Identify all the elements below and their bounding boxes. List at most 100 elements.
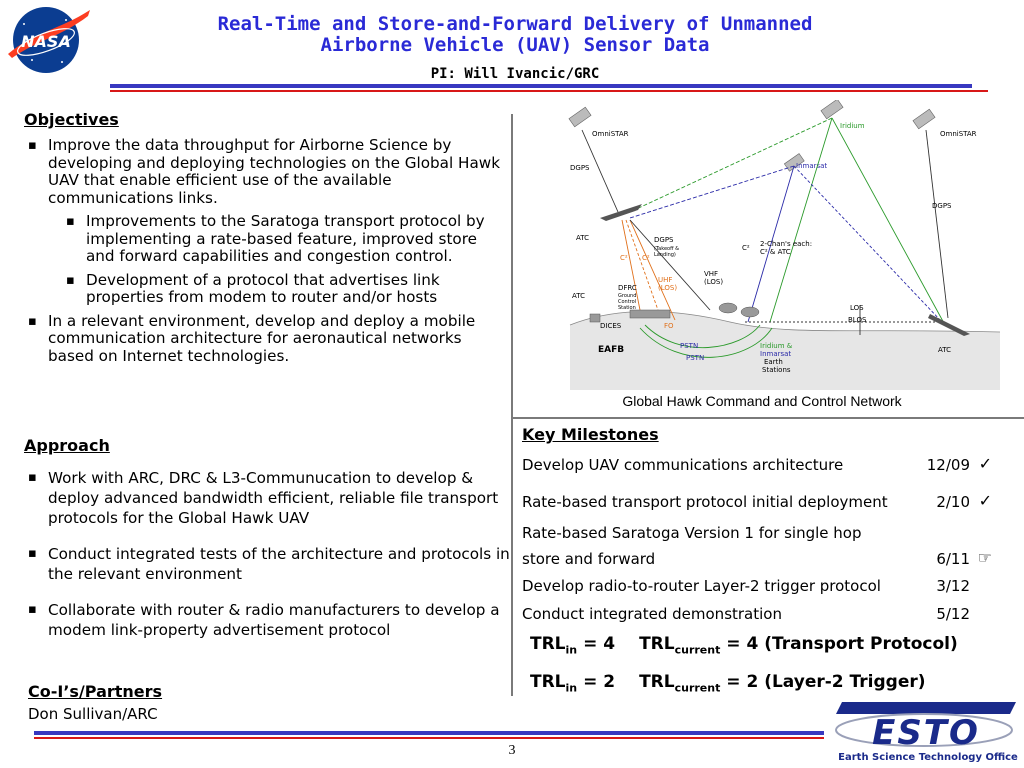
network-diagram: OmniSTAR Iridium Inmarsat OmniSTAR DGPS … [568, 100, 1000, 390]
objectives-heading: Objectives [24, 110, 119, 129]
trl-subscript: current [674, 681, 721, 695]
esto-logo-text: ESTO [872, 713, 980, 753]
milestone-row: store and forward 6/11 ☞ [522, 548, 992, 568]
inmarsat-label: Inmarsat [796, 162, 827, 170]
diagram-label: 2-Chan's each: [760, 240, 812, 248]
diagram-label: ATC [576, 234, 589, 242]
diagram-label: ATC [938, 346, 951, 354]
header-rule-red [110, 90, 988, 92]
diagram-label: EAFB [598, 345, 624, 355]
diagram-label: Inmarsat [760, 350, 791, 358]
title-line-1: Real-Time and Store-and-Forward Delivery… [217, 13, 813, 35]
nasa-logo: NASA [8, 7, 90, 73]
trl-subscript: in [565, 681, 578, 695]
diagram-label: DGPS [570, 164, 590, 172]
approach-item: Conduct integrated tests of the architec… [24, 544, 512, 584]
approach-heading: Approach [24, 436, 110, 455]
milestone-text: Rate-based Saratoga Version 1 for single… [522, 524, 862, 542]
objective-item: In a relevant environment, develop and d… [24, 312, 510, 366]
diagram-label: (LOS) [704, 278, 723, 286]
partners-heading: Co-I’s/Partners [28, 682, 163, 701]
pointing-hand-icon: ☞ [977, 548, 992, 567]
milestones-heading: Key Milestones [522, 425, 659, 444]
trl-label: TRL [639, 672, 675, 692]
diagram-label: Iridium & [760, 342, 793, 350]
omnistar-left-label: OmniSTAR [592, 130, 629, 138]
milestone-text: Develop UAV communications architecture [522, 456, 844, 474]
diagram-label: Ground [618, 293, 636, 299]
trl-label: TRL [639, 634, 675, 654]
trl-current-value: = 2 (Layer-2 Trigger) [726, 672, 926, 692]
omnistar-right-label: OmniSTAR [940, 130, 977, 138]
nasa-logo-text: NASA [21, 32, 71, 51]
ground-station-icon [589, 302, 760, 323]
objective-subitem: Development of a protocol that advertise… [62, 271, 510, 307]
milestone-row: Rate-based transport protocol initial de… [522, 491, 992, 511]
objective-item: Improve the data throughput for Airborne… [24, 136, 510, 207]
objective-subitem: Improvements to the Saratoga transport p… [62, 212, 510, 266]
diagram-label: Control [618, 299, 636, 305]
diagram-label: DGPS [654, 236, 674, 244]
title-line-2: Airborne Vehicle (UAV) Sensor Data [320, 34, 710, 56]
diagram-label: FO [664, 322, 674, 330]
diagram-label: PSTN [680, 342, 698, 350]
diagram-label: C² [742, 244, 750, 252]
diagram-label: UHF [658, 276, 672, 284]
trl-subscript: in [565, 643, 578, 657]
trl-in-value: = 4 [583, 634, 616, 654]
milestone-date: 12/09 [926, 456, 970, 474]
milestone-row: Conduct integrated demonstration 5/12 [522, 605, 992, 623]
milestone-text: Conduct integrated demonstration [522, 605, 782, 623]
esto-subtitle: Earth Science Technology Office [838, 752, 1018, 763]
approach-item: Work with ARC, DRC & L3-Communucation to… [24, 468, 512, 528]
iridium-label: Iridium [840, 122, 865, 130]
diagram-label: LOS [850, 304, 864, 312]
diagram-label: Landing) [654, 252, 676, 258]
approach-list: Work with ARC, DRC & L3-Communucation to… [24, 468, 512, 656]
milestone-row: Develop radio-to-router Layer-2 trigger … [522, 577, 992, 595]
milestone-row: Rate-based Saratoga Version 1 for single… [522, 524, 992, 542]
trl-label: TRL [530, 672, 566, 692]
column-divider [511, 114, 513, 696]
principal-investigator: PI: Will Ivancic/GRC [430, 66, 600, 82]
objectives-list: Improve the data throughput for Airborne… [24, 136, 510, 366]
trl-label: TRL [530, 634, 566, 654]
trl-in-value: = 2 [583, 672, 616, 692]
page-number: 3 [508, 743, 516, 758]
diagram-label: DICES [600, 322, 622, 330]
esto-logo: ESTO Earth Science Technology Office [835, 702, 1018, 763]
diagram-label: Station [618, 305, 636, 311]
diagram-label: C² & ATC [760, 248, 791, 256]
satellite-icon [568, 100, 936, 172]
header-rule-blue [110, 84, 972, 88]
diagram-label: (LOS) [658, 284, 677, 292]
milestone-text: Rate-based transport protocol initial de… [522, 493, 888, 511]
diagram-label: DGPS [932, 202, 952, 210]
checkmark-icon: ✓ [978, 454, 992, 473]
diagram-label: Stations [762, 366, 791, 374]
diagram-label: C² [620, 254, 628, 262]
diagram-label: ATC [572, 292, 585, 300]
diagram-label: VHF [704, 270, 718, 278]
milestone-row: Develop UAV communications architecture … [522, 454, 992, 474]
milestone-date: 6/11 [936, 550, 970, 568]
diagram-label: (Takeoff & [654, 246, 679, 252]
section-divider [512, 417, 1024, 419]
slide-title: Real-Time and Store-and-Forward Delivery… [110, 14, 920, 56]
milestone-text: Develop radio-to-router Layer-2 trigger … [522, 577, 881, 595]
diagram-label: PSTN [686, 354, 704, 362]
partner-name: Don Sullivan/ARC [28, 705, 158, 723]
footer-rule-blue [34, 731, 824, 735]
diagram-caption: Global Hawk Command and Control Network [622, 393, 902, 409]
trl-current-value: = 4 (Transport Protocol) [726, 634, 958, 654]
diagram-label: Earth [764, 358, 783, 366]
trl-subscript: current [674, 643, 721, 657]
diagram-label: BLOS [848, 316, 867, 324]
footer-rule-red [34, 737, 824, 739]
diagram-label: DFRC [618, 284, 637, 292]
milestone-text: store and forward [522, 550, 656, 568]
checkmark-icon: ✓ [978, 491, 992, 510]
milestone-date: 2/10 [936, 493, 970, 511]
